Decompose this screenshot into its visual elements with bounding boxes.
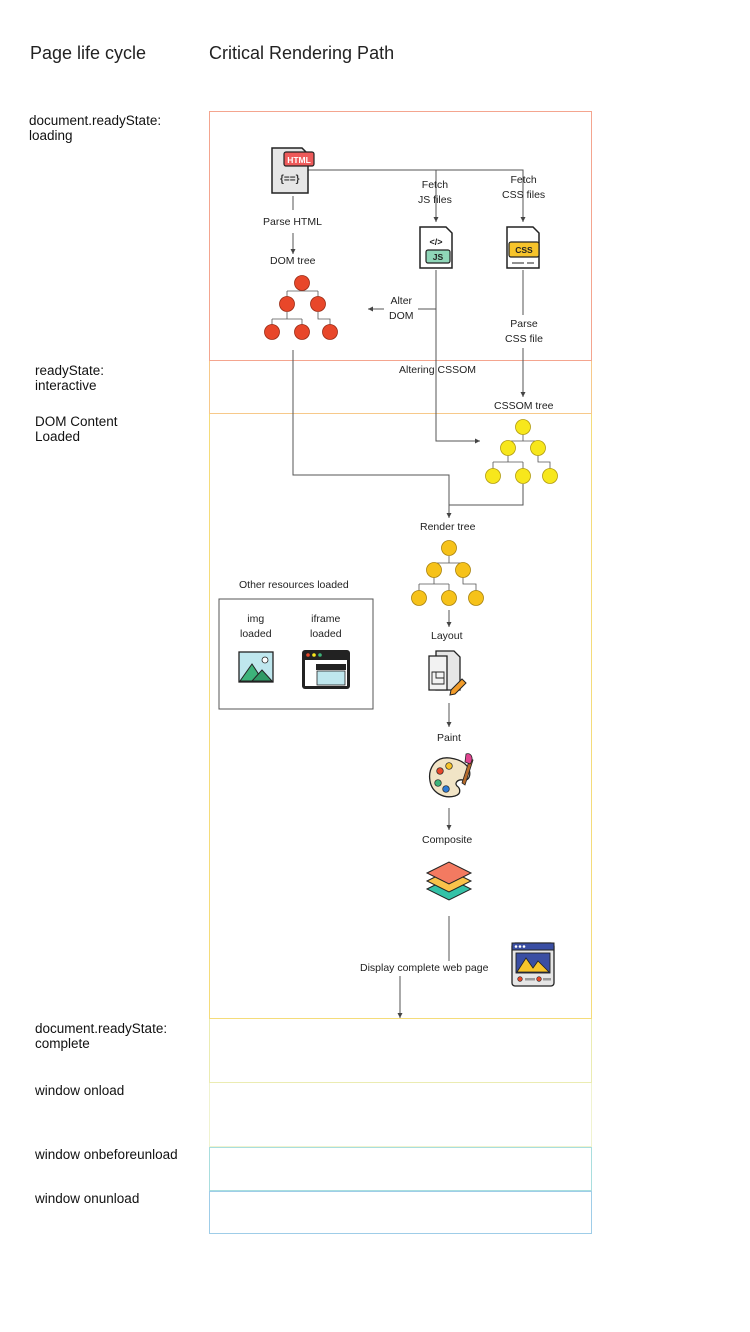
render-node (455, 562, 471, 578)
iframe-icon (302, 650, 350, 689)
label-parse-html: Parse HTML (263, 216, 322, 228)
svg-text:{==}: {==} (280, 174, 300, 185)
crp-heading: Critical Rendering Path (209, 43, 395, 63)
stage-loading: document.readyState:loading (29, 113, 162, 143)
stage-complete: document.readyState:complete (35, 1021, 168, 1051)
svg-text:JS: JS (433, 252, 444, 262)
label-dom-tree: DOM tree (270, 255, 316, 267)
dom-node (279, 296, 295, 312)
render-node (441, 590, 457, 606)
label-cssom-tree: CSSOM tree (494, 400, 554, 412)
label-paint: Paint (437, 732, 461, 744)
band-complete (209, 1019, 592, 1083)
webpage-icon (511, 942, 555, 987)
cssom-node (485, 468, 501, 484)
stage-onload: window onload (35, 1083, 125, 1098)
svg-text:</>: </> (429, 237, 442, 247)
svg-text:HTML: HTML (287, 155, 311, 165)
render-node (411, 590, 427, 606)
render-node (426, 562, 442, 578)
arrow-altering-cssom (435, 309, 480, 444)
connectors (290, 169, 526, 1018)
stage-onunload: window onunload (35, 1191, 140, 1206)
cssom-node (500, 440, 516, 456)
label-altering-cssom: Altering CSSOM (399, 364, 477, 376)
image-icon (238, 651, 274, 683)
render-tree (411, 540, 484, 606)
other-resources-box (218, 598, 374, 710)
line-js-down (418, 270, 437, 310)
dom-node (322, 324, 338, 340)
cssom-node (530, 440, 546, 456)
palette-icon (428, 753, 474, 798)
cssom-node (515, 468, 531, 484)
cssom-node (515, 419, 531, 435)
layout-icon (428, 650, 467, 696)
dom-tree (264, 275, 338, 340)
dom-node (294, 275, 310, 291)
label-other-resources: Other resources loaded (239, 579, 349, 591)
band-onload (209, 1083, 592, 1147)
band-interactive (209, 361, 592, 414)
dom-node (294, 324, 310, 340)
band-onunload (209, 1191, 592, 1234)
line-cssom-to-render (449, 484, 524, 506)
label-render-tree: Render tree (420, 521, 476, 533)
cssom-node (542, 468, 558, 484)
label-composite: Composite (422, 834, 473, 846)
dom-node (264, 324, 280, 340)
svg-text:CSS: CSS (515, 245, 533, 255)
render-node (441, 540, 457, 556)
render-node (468, 590, 484, 606)
label-display: Display complete web page (360, 962, 489, 974)
stage-onbeforeunload: window onbeforeunload (35, 1147, 178, 1162)
arrow-dom-to-render (292, 350, 452, 518)
dom-node (310, 296, 326, 312)
css-file-icon: CSS (506, 226, 540, 269)
band-dom-content-loaded (209, 414, 592, 1019)
life-cycle-heading: Page life cycle (30, 43, 147, 63)
layers-icon (425, 861, 473, 901)
html-file-icon: {==} HTML (271, 147, 315, 194)
stage-interactive: readyState:interactive (35, 363, 105, 393)
label-layout: Layout (431, 630, 463, 642)
arrow-fetch-css (308, 169, 526, 222)
cssom-tree (485, 419, 558, 484)
band-onbeforeunload (209, 1147, 592, 1191)
js-file-icon: </> JS (419, 226, 453, 269)
band-loading (209, 111, 592, 361)
